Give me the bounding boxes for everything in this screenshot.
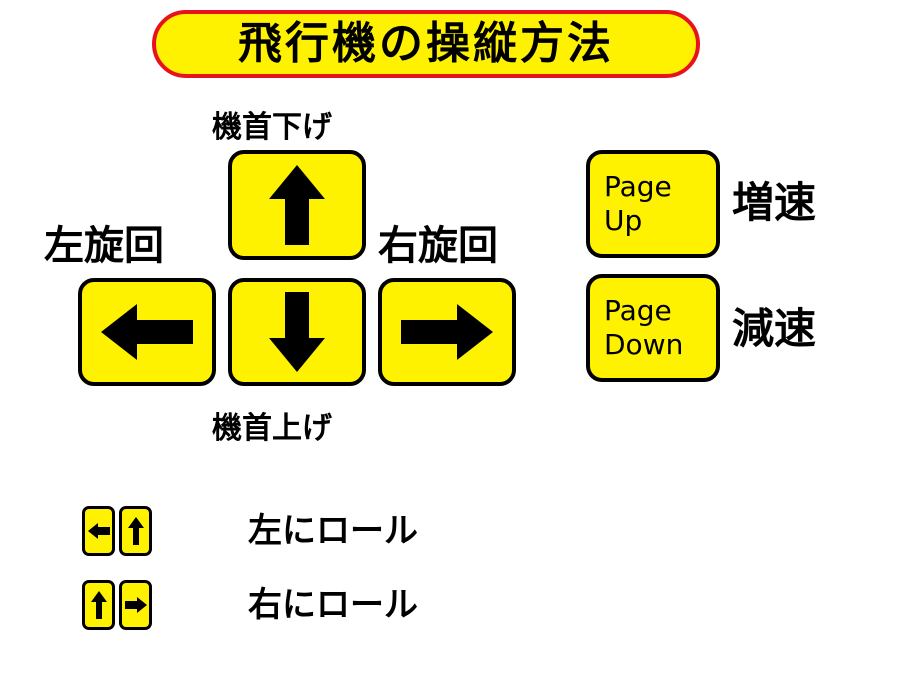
page-title: 飛行機の操縦方法 [238, 18, 614, 69]
arrow-up-icon [269, 165, 325, 245]
up-arrow-key[interactable] [228, 150, 366, 260]
arrow-right-icon [124, 597, 147, 613]
page-up-line2: Up [604, 204, 643, 237]
page-down-line2: Down [604, 328, 684, 361]
turn-left-label: 左旋回 [44, 223, 164, 269]
speed-up-label: 増速 [732, 178, 817, 227]
roll-right-label: 右にロール [248, 585, 418, 625]
mini-up-key[interactable] [82, 580, 115, 630]
nose-up-label: 機首上げ [212, 411, 332, 446]
speed-down-label: 減速 [732, 304, 817, 353]
down-arrow-key[interactable] [228, 278, 366, 386]
page-up-line1: Page [604, 170, 672, 204]
page-up-key[interactable]: Page Up [586, 150, 720, 258]
roll-right-combo [82, 580, 152, 630]
roll-left-combo [82, 506, 152, 556]
right-arrow-key[interactable] [378, 278, 516, 386]
arrow-up-icon [127, 517, 144, 545]
mini-left-key[interactable] [82, 506, 115, 556]
left-arrow-key[interactable] [78, 278, 216, 386]
turn-right-label: 右旋回 [378, 223, 498, 269]
mini-right-key[interactable] [119, 580, 152, 630]
arrow-up-icon [90, 591, 107, 619]
mini-up-key[interactable] [119, 506, 152, 556]
arrow-down-icon [269, 292, 325, 372]
page-down-key[interactable]: Page Down [586, 274, 720, 382]
title-banner: 飛行機の操縦方法 [152, 10, 700, 78]
nose-down-label: 機首下げ [212, 110, 332, 145]
page-down-line1: Page [604, 294, 672, 328]
arrow-right-icon [401, 304, 493, 360]
arrow-left-icon [101, 304, 193, 360]
roll-left-label: 左にロール [248, 511, 418, 551]
arrow-left-icon [87, 523, 110, 539]
